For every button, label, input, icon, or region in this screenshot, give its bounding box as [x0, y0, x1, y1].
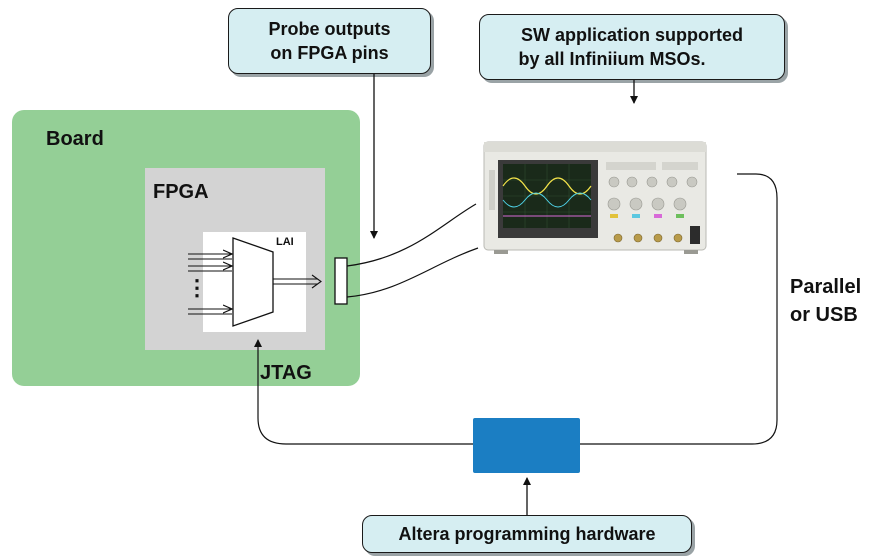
lai-mux-icon: [232, 237, 274, 327]
probe-cable-lower: [346, 247, 479, 298]
probe-outputs-callout: Probe outputs on FPGA pins: [228, 8, 431, 74]
oscilloscope-icon: [483, 141, 707, 254]
connection-label-line1: Parallel: [790, 276, 862, 298]
sw-application-callout: SW application supported by all Infiniiu…: [479, 14, 785, 80]
mux-output-arrow: [273, 274, 322, 289]
jtag-cable: [254, 339, 473, 445]
parallel-usb-cable: [580, 173, 778, 445]
altera-callout-text: Altera programming hardware: [398, 524, 656, 544]
altera-hardware-callout: Altera programming hardware: [362, 515, 692, 553]
fpga-label: FPGA: [153, 181, 209, 203]
probe-cable-upper: [346, 203, 477, 267]
mux-input-arrows: [188, 254, 232, 315]
probe-connector-icon: [334, 257, 348, 305]
probe-callout-line1: Probe outputs: [268, 19, 391, 39]
connection-label-line2: or USB: [790, 304, 858, 326]
board-label: Board: [46, 128, 104, 150]
probe-callout-line2: on FPGA pins: [270, 43, 389, 63]
signal-ellipsis: ⋮: [186, 275, 208, 300]
programming-hardware-box: [473, 418, 580, 473]
sw-callout-line2: by all Infiniium MSOs.: [518, 49, 706, 69]
jtag-label: JTAG: [260, 362, 312, 384]
lai-label: LAI: [276, 236, 294, 248]
sw-callout-line1: SW application supported: [520, 25, 743, 45]
